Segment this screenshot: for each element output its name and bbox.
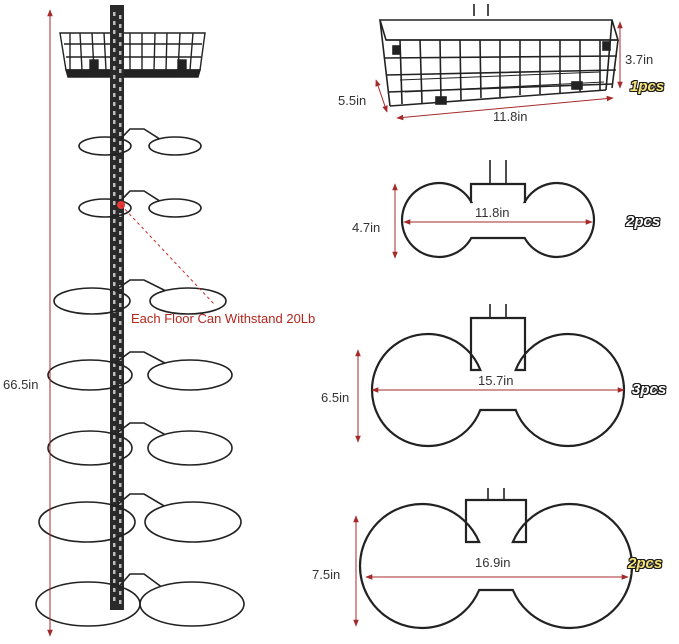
annotation-leader-line bbox=[120, 204, 215, 305]
total-height-label: 66.5in bbox=[3, 377, 39, 392]
medium-holder-height-label: 6.5in bbox=[321, 390, 350, 405]
basket-depth-label: 5.5in bbox=[338, 93, 367, 108]
full-rack-illustration bbox=[35, 5, 245, 637]
large-holder-quantity-badge: 2pcs bbox=[628, 555, 663, 572]
medium-holder-shape bbox=[370, 304, 626, 448]
small-holder-quantity-badge: 2pcs bbox=[626, 213, 661, 230]
medium-holder-quantity-badge: 3pcs bbox=[632, 381, 667, 398]
large-holder-width-label: 16.9in bbox=[475, 555, 511, 570]
rack-floors bbox=[35, 128, 245, 627]
large-holder-dimension-lines bbox=[353, 515, 629, 627]
load-capacity-annotation: Each Floor Can Withstand 20Lb bbox=[131, 311, 316, 326]
rack-pole bbox=[110, 5, 124, 610]
basket-dimension-lines bbox=[375, 21, 623, 121]
holder-illustrations bbox=[353, 160, 634, 630]
basket-width-label: 11.8in bbox=[493, 109, 528, 124]
small-holder-height-label: 4.7in bbox=[352, 220, 381, 235]
basket-height-label: 3.7in bbox=[625, 52, 654, 67]
medium-holder-dimension-lines bbox=[355, 349, 625, 443]
large-holder-shape bbox=[358, 488, 634, 630]
medium-holder-width-label: 15.7in bbox=[478, 373, 514, 388]
basket-illustration bbox=[378, 4, 620, 107]
small-holder-shape bbox=[400, 160, 596, 259]
large-holder-height-label: 7.5in bbox=[312, 567, 341, 582]
small-holder-dimension-lines bbox=[392, 183, 593, 259]
basket-quantity-badge: 1pcs bbox=[630, 78, 665, 95]
small-holder-width-label: 11.8in bbox=[475, 205, 510, 220]
rack-basket bbox=[59, 32, 206, 78]
